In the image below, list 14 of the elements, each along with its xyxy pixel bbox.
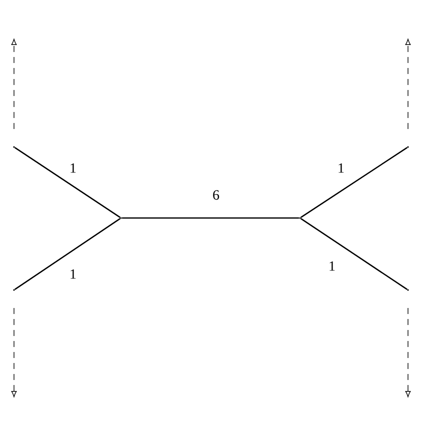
tree-branch — [14, 147, 121, 218]
tree-branch — [14, 218, 121, 290]
arrow — [11, 38, 17, 130]
arrow — [11, 308, 17, 398]
tree-branch — [122, 217, 299, 219]
tree-branch — [300, 218, 408, 290]
edge-label: 1 — [328, 260, 336, 272]
edge-label: 1 — [68, 162, 78, 174]
arrow — [405, 308, 411, 398]
arrow — [405, 38, 411, 130]
edge-label: 6 — [212, 189, 220, 201]
tree-branch — [300, 147, 408, 218]
edge-label: 1 — [68, 268, 78, 280]
edge-label: 1 — [336, 162, 346, 174]
